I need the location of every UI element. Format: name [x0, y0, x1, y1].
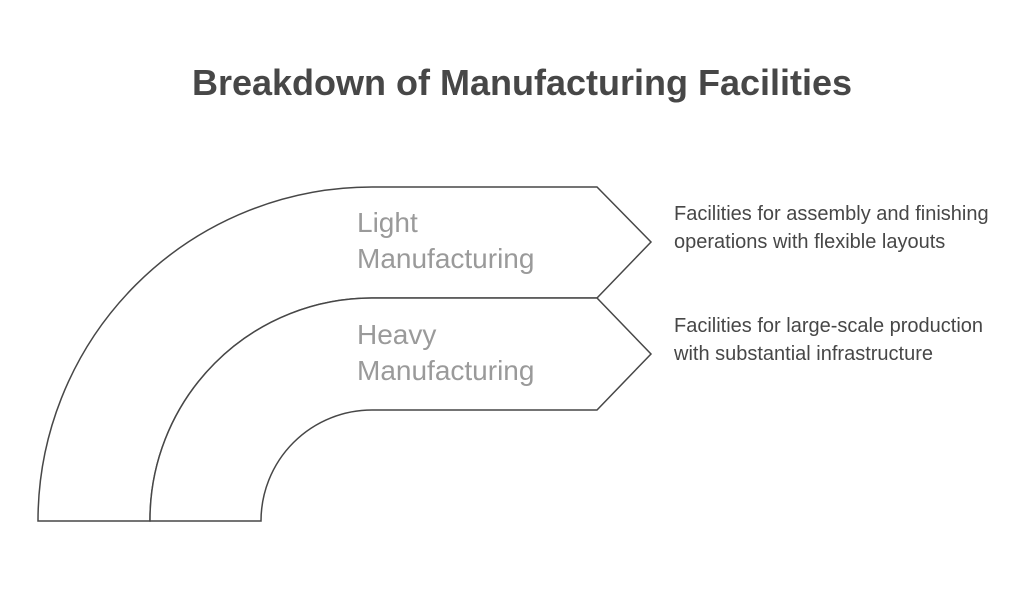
description-heavy: Facilities for large-scale production wi…: [674, 315, 984, 365]
diagram-title: Breakdown of Manufacturing Facilities: [191, 62, 853, 103]
band-label-line: Manufacturing: [357, 243, 535, 274]
description-light: Facilities for assembly and finishing op…: [674, 203, 989, 253]
band-heavy-manufacturing: [149, 297, 653, 522]
band-label-heavy: Heavy Manufacturing: [357, 317, 534, 389]
band-label-line: Heavy: [357, 319, 437, 350]
band-label-line: Light: [357, 207, 418, 238]
band-label-light: Light Manufacturing: [357, 205, 534, 277]
band-label-line: Manufacturing: [357, 355, 535, 386]
